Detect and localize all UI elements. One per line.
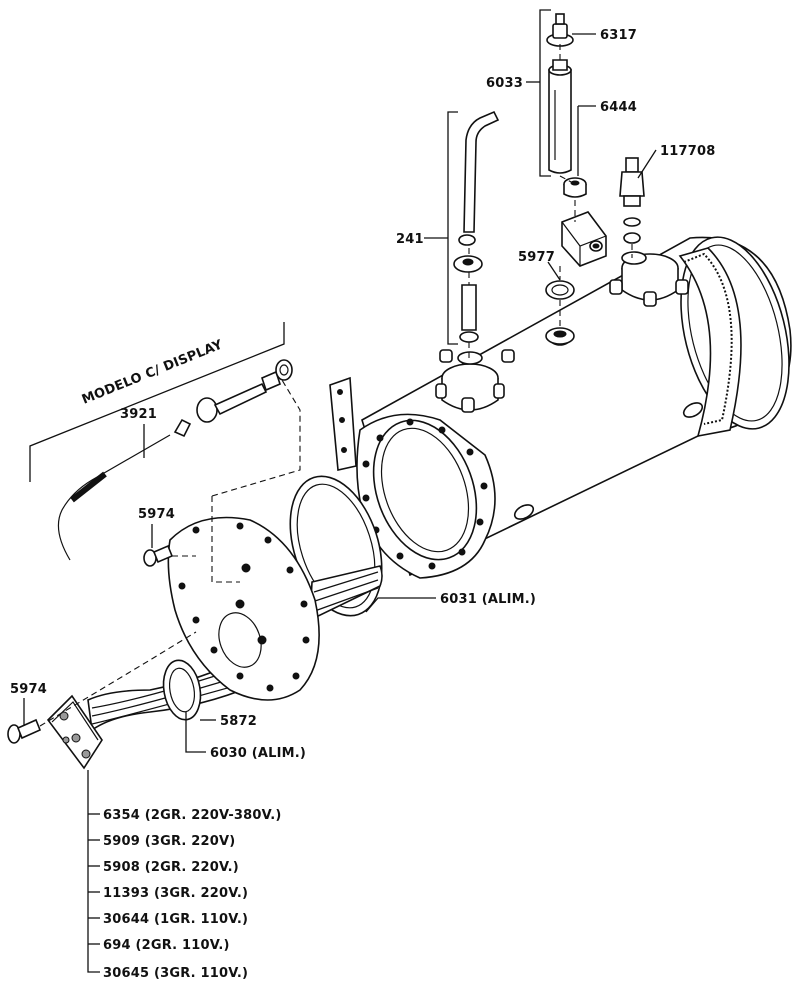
sight-glass-6033: [548, 59, 572, 174]
label-3921: 3921: [120, 407, 157, 422]
label-117708: 117708: [660, 144, 715, 159]
label-5974-left: 5974: [10, 682, 47, 697]
label-241: 241: [396, 232, 424, 247]
alignment-lines: [39, 44, 633, 727]
valve-block: [561, 211, 607, 267]
gasket-5977: [545, 280, 575, 300]
mounting-bracket: [329, 376, 357, 471]
boiler-tank: [356, 236, 792, 579]
variant-label: 5909 (3GR. 220V): [103, 834, 235, 849]
screw-5974-left: [7, 718, 42, 744]
element-terminal-head: [46, 694, 103, 770]
label-5974-top: 5974: [138, 507, 175, 522]
leader-lines: [23, 9, 657, 973]
label-6317: 6317: [600, 28, 637, 43]
variant-label: 30645 (3GR. 110V.): [103, 966, 248, 981]
variant-label: 694 (2GR. 110V.): [103, 938, 230, 953]
gasket-5872: [162, 659, 202, 721]
probe-3921: [57, 359, 293, 561]
nut-6444: [563, 177, 587, 198]
variant-label: 6354 (2GR. 220V-380V.): [103, 808, 282, 823]
element-flange-plate: [167, 516, 320, 701]
pipe-241: [453, 110, 500, 343]
variant-label: 30644 (1GR. 110V.): [103, 912, 248, 927]
label-6031: 6031 (ALIM.): [440, 592, 536, 607]
label-6444: 6444: [600, 100, 637, 115]
label-6033: 6033: [486, 76, 523, 91]
label-5977: 5977: [518, 250, 555, 265]
label-5872: 5872: [220, 714, 257, 729]
label-6030: 6030 (ALIM.): [210, 746, 306, 761]
valve-117708: [619, 157, 645, 244]
cap-6317: [546, 13, 574, 47]
variant-label: 11393 (3GR. 220V.): [103, 886, 248, 901]
variant-label: 5908 (2GR. 220V.): [103, 860, 239, 875]
